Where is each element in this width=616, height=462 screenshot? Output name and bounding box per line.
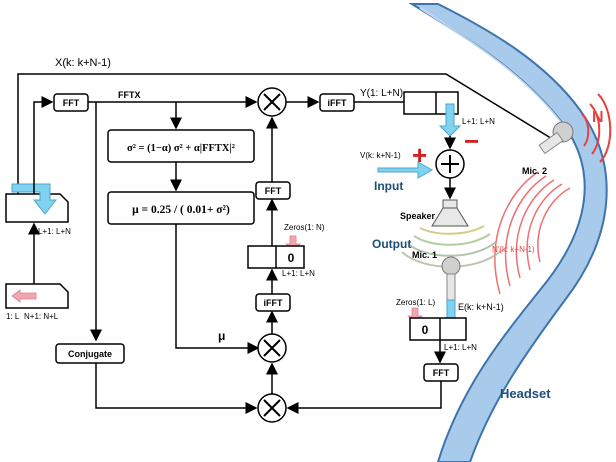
fft-bottom-block[interactable]: FFT xyxy=(423,363,459,382)
e-buffer[interactable]: 0 xyxy=(409,317,467,341)
shift-left-label-1: 1: L xyxy=(6,312,20,321)
headset-shape xyxy=(408,3,608,462)
buffer-shift-arrow xyxy=(11,183,58,215)
zero-mid: 0 xyxy=(288,251,295,265)
ifft-top-label: iFFT xyxy=(328,98,347,108)
mic1-icon xyxy=(441,256,461,301)
y-output-label: Y(1: L+N) xyxy=(360,88,403,99)
fft-to-mult-bottom xyxy=(286,381,442,414)
old-buffer[interactable] xyxy=(5,283,69,309)
left-l1-ln-label: L+1: L+N xyxy=(38,227,71,236)
mic1-label: Mic. 1 xyxy=(412,250,437,260)
input-label: Input xyxy=(374,179,403,193)
ifft-top-block[interactable]: iFFT xyxy=(319,93,355,112)
conj-to-mult-bottom xyxy=(95,363,258,414)
ifft-mid-block[interactable]: iFFT xyxy=(255,293,291,312)
input-buffer[interactable] xyxy=(5,193,69,223)
mid-l1-ln-label: L+1: L+N xyxy=(282,269,315,278)
mu-equation: μ = 0.25 / ( 0.01+ σ²) xyxy=(132,204,230,216)
fft-mid-label: FFT xyxy=(265,186,282,196)
minus-sign: − xyxy=(464,126,479,156)
e-error-label: E(k: k+N-1) xyxy=(458,302,504,312)
plus-sign: + xyxy=(412,140,427,170)
buffer-shift-left-arrow xyxy=(11,289,37,303)
sigma-equation: σ² = (1−α) σ² + α|FFTX|² xyxy=(127,143,235,154)
shift-left-label-2: N+1: N+L xyxy=(24,312,59,321)
speaker-icon xyxy=(431,199,469,227)
fft-bottom-label: FFT xyxy=(433,368,450,378)
v-input-arrow xyxy=(377,161,434,179)
zeros-right-label: Zeros(1: L) xyxy=(396,298,435,307)
n-prime-label: N'(k: k+N-1) xyxy=(492,245,535,254)
x-input-wire xyxy=(17,73,555,194)
e-l1-ln-label: L+1: L+N xyxy=(444,343,477,352)
zeros-mid-label: Zeros(1: N) xyxy=(284,223,325,232)
y-l1-ln-label: L+1: L+N xyxy=(462,117,495,126)
headset-label: Headset xyxy=(500,386,551,401)
mu-equation-box: μ = 0.25 / ( 0.01+ σ²) xyxy=(107,191,255,225)
fft-mid-block[interactable]: FFT xyxy=(255,181,291,200)
mic2-icon xyxy=(538,121,574,155)
sigma-equation-box: σ² = (1−α) σ² + α|FFTX|² xyxy=(107,129,255,163)
output-label: Output xyxy=(372,237,411,251)
zero-buffer-mid[interactable]: 0 xyxy=(247,245,305,269)
conjugate-block[interactable]: Conjugate xyxy=(55,343,125,364)
multiplier-top xyxy=(257,87,287,117)
buffer-to-fft-wire xyxy=(33,96,54,194)
x-input-label: X(k: k+N-1) xyxy=(55,57,111,69)
multiplier-mid xyxy=(257,333,287,363)
fft-top-label: FFT xyxy=(63,98,80,108)
fftx-label: FFTX xyxy=(118,90,141,100)
speaker-label: Speaker xyxy=(400,211,436,221)
y-select-arrow xyxy=(438,103,462,137)
zero-right: 0 xyxy=(422,323,429,337)
v-input-label: V(k: k+N-1) xyxy=(360,151,401,160)
mu-label: μ xyxy=(218,329,225,343)
multiplier-bottom xyxy=(257,393,287,423)
mu-to-multiply xyxy=(175,224,260,354)
ifft-mid-label: iFFT xyxy=(264,298,283,308)
noise-waves-inner xyxy=(494,171,571,295)
noise-label: N xyxy=(592,109,604,126)
mic2-label: Mic. 2 xyxy=(522,166,547,176)
conjugate-label: Conjugate xyxy=(68,349,112,359)
y-buffer[interactable] xyxy=(403,91,459,115)
fft-top-block[interactable]: FFT xyxy=(53,93,89,112)
noise-waves-top xyxy=(581,93,612,163)
summing-node xyxy=(435,149,465,179)
